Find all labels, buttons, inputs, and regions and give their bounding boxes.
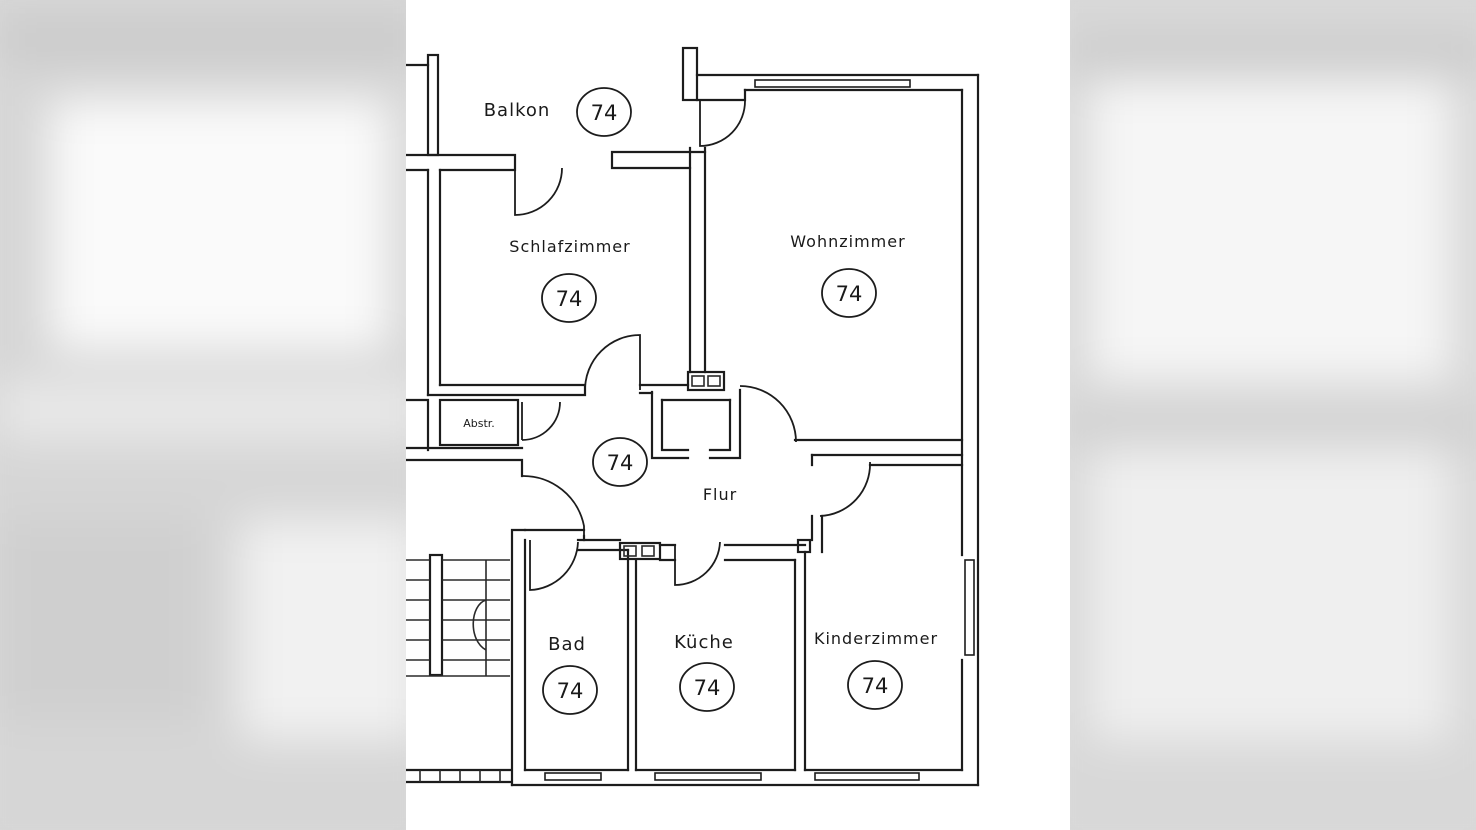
balkon-bottom-wall xyxy=(406,150,707,172)
room-label-kinderzimmer: Kinderzimmer xyxy=(814,629,938,648)
blurred-backdrop-left xyxy=(0,0,406,830)
shaft-cell xyxy=(641,545,655,557)
kinder-shaft xyxy=(796,538,812,554)
window-bad xyxy=(544,772,602,781)
room-label-balkon: Balkon xyxy=(484,100,551,121)
stair-landing-wall xyxy=(406,768,512,784)
room-number-flur: 74 xyxy=(607,451,634,475)
balkon-column xyxy=(426,53,440,157)
room-label-schlafzimmer: Schlafzimmer xyxy=(509,237,630,256)
wohnzimmer-bottom-wall xyxy=(793,438,964,457)
floor-plan-panel: Balkon 74 Schlafzimmer 74 Wohnzimmer 74 … xyxy=(406,0,1070,830)
balkon-door-header xyxy=(695,88,747,102)
exterior-walls xyxy=(510,73,980,787)
stair-steps xyxy=(406,559,510,677)
room-number-schlafzimmer: 74 xyxy=(556,287,583,311)
door-flur-wohnzimmer xyxy=(739,385,797,443)
room-number-kinderzimmer: 74 xyxy=(862,674,889,698)
room-label-kueche: Küche xyxy=(674,632,734,653)
schlafzimmer-walls xyxy=(426,146,707,397)
flur-right-wall xyxy=(810,453,824,554)
schlafzimmer-bottom-wall xyxy=(426,383,690,397)
room-label-bad: Bad xyxy=(548,634,586,655)
flur-bottom-wall xyxy=(523,528,586,542)
flur-closet xyxy=(650,388,742,460)
schlafzimmer-left-wall xyxy=(426,168,442,397)
room-number-badge xyxy=(847,660,903,710)
door-schlafzimmer-balkon xyxy=(514,167,563,216)
closet-right-wall xyxy=(708,388,742,460)
schlafzimmer-right-wall xyxy=(688,146,707,374)
bad-kueche-wall xyxy=(626,548,638,772)
storage-label: Abstr. xyxy=(463,417,495,430)
bad-walls xyxy=(510,528,638,787)
window-kinderzimmer-side xyxy=(964,559,975,656)
door-bad xyxy=(529,540,579,591)
room-number-badge xyxy=(576,87,632,137)
blurred-backdrop-content xyxy=(1070,0,1476,830)
room-number-bad: 74 xyxy=(557,679,584,703)
room-label-flur: Flur xyxy=(703,485,737,504)
room-number-kueche: 74 xyxy=(694,676,721,700)
balkon-walls xyxy=(406,46,747,216)
room-number-badge xyxy=(541,273,597,323)
kueche-shaft xyxy=(618,541,662,561)
kinderzimmer-walls xyxy=(810,453,964,554)
bad-left-wall xyxy=(510,528,527,787)
door-kueche xyxy=(674,541,721,586)
room-number-wohnzimmer: 74 xyxy=(836,282,863,306)
shaft-box xyxy=(686,370,726,392)
room-number-badge xyxy=(542,665,598,715)
abstellraum xyxy=(406,398,585,536)
closet-left-wall xyxy=(650,390,690,460)
room-number-badge xyxy=(821,268,877,318)
shaft-cell xyxy=(691,375,705,387)
room-number-badge xyxy=(679,662,735,712)
room-number-badge xyxy=(592,437,648,487)
door-entrance xyxy=(521,475,585,536)
window-kinderzimmer xyxy=(814,772,920,781)
staircase xyxy=(406,553,512,784)
shaft-cell xyxy=(623,545,637,557)
shaft-top xyxy=(686,370,726,392)
kueche-top-wall xyxy=(658,543,807,562)
door-kinderzimmer xyxy=(819,461,871,517)
wohnzimmer-walls xyxy=(739,385,964,457)
door-abstellraum xyxy=(521,401,561,441)
kueche-walls xyxy=(618,538,812,772)
room-number-balkon: 74 xyxy=(591,101,618,125)
door-flur-schlafzimmer xyxy=(584,334,641,391)
window-wohnzimmer xyxy=(754,79,911,88)
balkon-wall-stub xyxy=(681,46,699,102)
windows xyxy=(544,79,975,781)
blurred-backdrop-content xyxy=(0,0,406,830)
stair-stringer xyxy=(428,553,444,677)
blurred-backdrop-right xyxy=(1070,0,1476,830)
floor-plan: Balkon 74 Schlafzimmer 74 Wohnzimmer 74 … xyxy=(406,46,980,787)
room-labels: Balkon 74 Schlafzimmer 74 Wohnzimmer 74 … xyxy=(463,87,938,715)
shaft-cell xyxy=(707,375,721,387)
stair-landing-pattern xyxy=(419,770,501,782)
neighbor-corridor-wall xyxy=(406,398,524,478)
window-kueche xyxy=(654,772,762,781)
stair-handrail xyxy=(472,560,487,676)
door-wohnzimmer-balkon xyxy=(699,99,746,147)
kueche-kinder-wall xyxy=(793,550,807,772)
room-label-wohnzimmer: Wohnzimmer xyxy=(790,232,905,251)
abstellraum-box xyxy=(438,398,520,447)
